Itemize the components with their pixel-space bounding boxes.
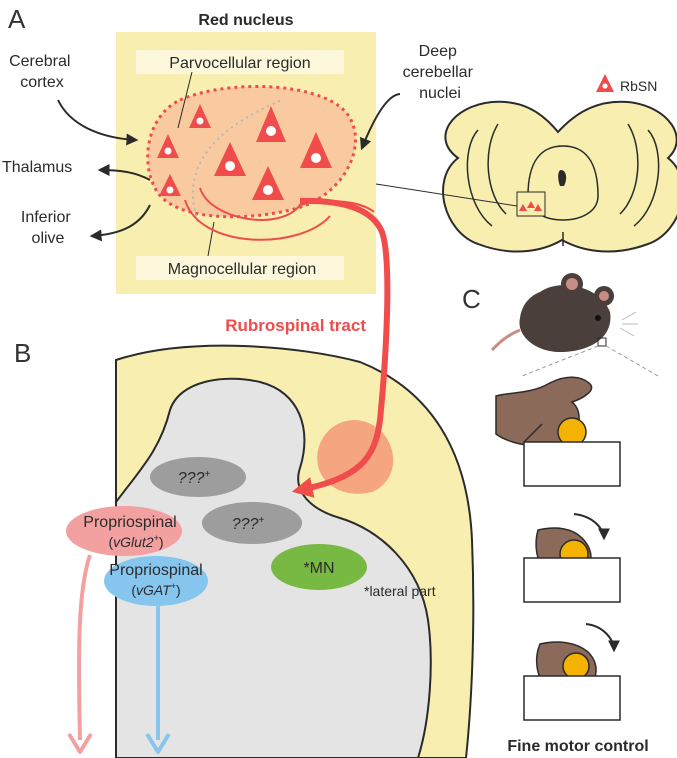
propriospinal-vglut2-label: Propriospinal: [83, 514, 176, 531]
deep-cerebellar-label: Deep cerebellar nuclei: [403, 43, 478, 102]
parvo-magno-divider: [191, 99, 283, 223]
legend-rbsn: RbSN: [596, 74, 657, 94]
lateral-part-footnote: *lateral part: [364, 583, 436, 599]
parvocellular-label: Parvocellular region: [169, 55, 310, 72]
unknown-population-oval: [202, 502, 302, 544]
parvo-label-bg: [136, 50, 344, 74]
rbsn-legend-icon: [596, 74, 614, 92]
rbsn-legend-label: RbSN: [620, 78, 657, 94]
unknown-population-oval: [150, 457, 246, 497]
inferior-olive-label: Inferior olive: [21, 209, 75, 247]
unknown-population-label: ???+: [178, 469, 211, 487]
propriospinal-vgat-label: Propriospinal: [109, 562, 202, 579]
thalamus-label: Thalamus: [2, 159, 72, 176]
panel-label-a: A: [8, 4, 26, 34]
motor-neuron-oval: [271, 544, 367, 590]
panel-label-b: B: [14, 338, 31, 368]
propriospinal-vglut2-axon: [77, 554, 92, 741]
propriospinal-vgat-oval: [104, 556, 208, 606]
dcn-arrow: [359, 93, 401, 151]
rbsn-neuron: [157, 134, 179, 158]
panel-label-c: C: [462, 284, 481, 314]
cortex-arrow: [57, 99, 139, 146]
motor-neuron-label: *MN: [303, 560, 334, 577]
rbsn-axon-1: [199, 187, 375, 221]
grasp-step-grasp: [523, 513, 621, 603]
rbsn-neuron: [256, 106, 286, 142]
red-nucleus-title: Red nucleus: [198, 12, 293, 29]
rbsn-neuron: [252, 166, 284, 200]
thalamus-arrow: [97, 164, 151, 181]
propriospinal-vglut2-arrowhead: [67, 732, 93, 754]
rbsn-neuron: [189, 104, 211, 128]
magno-label-bg: [136, 256, 344, 280]
grasp-step-retrieve: [523, 623, 621, 721]
grasp-step-reach: [495, 376, 621, 487]
propriospinal-vgat-gene: (vGAT+): [131, 581, 180, 598]
inset-leader: [375, 183, 518, 207]
rbsn-axon-2: [184, 199, 331, 241]
rubrospinal-tract-label: Rubrospinal tract: [225, 316, 366, 335]
magno-leader: [207, 221, 215, 257]
rubrospinal-tract-arrow: [291, 197, 391, 498]
rbsn-neuron: [159, 174, 181, 196]
rbsn-neuron: [214, 142, 246, 176]
cerebral-cortex-label: Cerebral cortex: [9, 53, 75, 91]
unknown-population-label: ???+: [232, 515, 265, 533]
propriospinal-vglut2-oval: [66, 506, 182, 556]
propriospinal-vgat-arrowhead: [145, 732, 171, 754]
rbsn-neurons: [157, 104, 332, 200]
parvo-leader: [177, 71, 193, 129]
mouse-illustration: [490, 273, 659, 377]
brainstem-section: [442, 100, 677, 253]
fine-motor-caption: Fine motor control: [507, 738, 648, 755]
inferior-olive-arrow: [89, 204, 151, 242]
magnocellular-label: Magnocellular region: [168, 261, 317, 278]
mouse-grasp-inset: [597, 337, 607, 347]
rbsn-neuron: [300, 132, 332, 168]
propriospinal-vglut2-gene: (vGlut2+): [108, 533, 163, 550]
